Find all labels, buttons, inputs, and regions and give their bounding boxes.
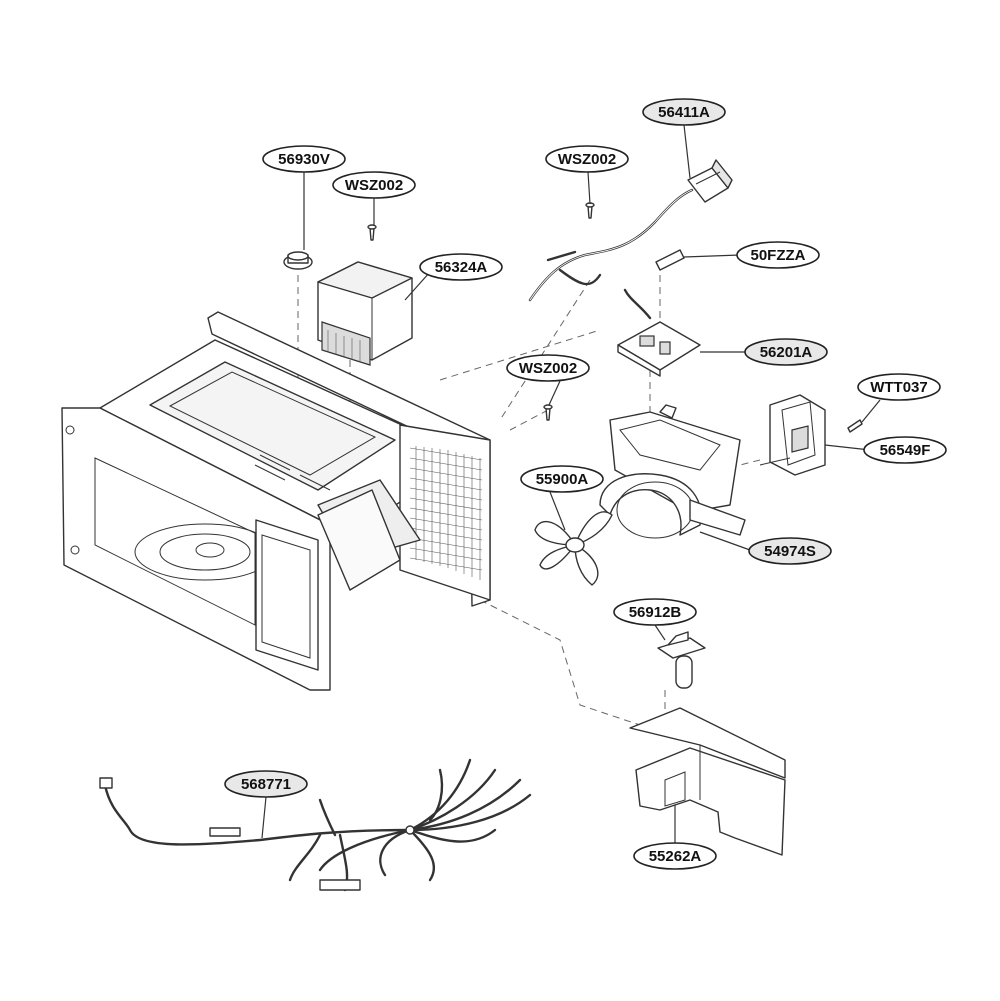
callout-WSZ002-transformer: WSZ002 [332, 171, 416, 199]
transformer-part [317, 261, 413, 366]
callout-56324A: 56324A [419, 253, 503, 281]
callout-WSZ002-side: WSZ002 [506, 354, 590, 382]
callout-56930V-text: 56930V [278, 151, 330, 168]
thermostat-part [283, 251, 313, 270]
lamp-socket-part [657, 631, 706, 689]
callout-55900A: 55900A [520, 465, 604, 493]
callout-WSZ002-cord: WSZ002 [545, 145, 629, 173]
power-cord-part [528, 159, 733, 302]
noise-filter-board-part [617, 288, 701, 377]
callout-WSZ002-cord-text: WSZ002 [558, 151, 616, 168]
fan-blade-part [534, 511, 613, 586]
callout-54974S: 54974S [748, 537, 832, 565]
callout-WTT037-text: WTT037 [870, 379, 928, 396]
screws [367, 202, 863, 433]
callout-56411A-text: 56411A [658, 104, 710, 121]
callout-568771: 568771 [224, 770, 308, 798]
callout-WTT037: WTT037 [857, 373, 941, 401]
callout-56201A: 56201A [744, 338, 828, 366]
fan-motor-part [759, 394, 826, 476]
callout-56912B: 56912B [613, 598, 697, 626]
callout-56930V: 56930V [262, 145, 346, 173]
callout-55262A: 55262A [633, 842, 717, 870]
wire-harness-part [99, 758, 532, 892]
callout-55900A-text: 55900A [536, 471, 589, 488]
air-duct-part [629, 707, 786, 856]
callout-WSZ002-side-text: WSZ002 [519, 360, 577, 377]
callout-WSZ002-transformer-text: WSZ002 [345, 177, 403, 194]
fan-bracket-part [599, 404, 746, 539]
callout-54974S-text: 54974S [764, 543, 816, 560]
callout-56411A: 56411A [642, 98, 726, 126]
oven-chassis [61, 311, 491, 691]
callout-56549F: 56549F [863, 436, 947, 464]
callout-568771-text: 568771 [241, 776, 291, 793]
callout-50FZZA-text: 50FZZA [750, 247, 805, 264]
vent-grid [409, 446, 483, 580]
leader-lines [261, 124, 881, 843]
callout-56549F-text: 56549F [880, 442, 931, 459]
callout-56201A-text: 56201A [760, 344, 813, 361]
callout-55262A-text: 55262A [649, 848, 702, 865]
callout-56324A-text: 56324A [435, 259, 488, 276]
fuse-part [655, 249, 685, 271]
callout-56912B-text: 56912B [629, 604, 682, 621]
callout-50FZZA: 50FZZA [736, 241, 820, 269]
